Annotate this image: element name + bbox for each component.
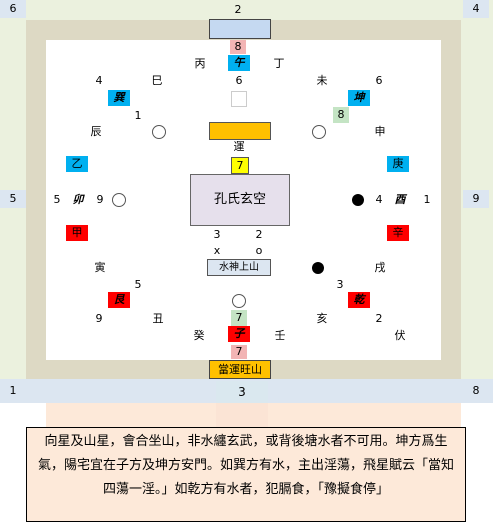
nw-open-circle (152, 125, 166, 139)
yin-label: 寅 (94, 261, 106, 274)
yellow-number: 7 (231, 157, 249, 174)
corner-bl-number: 1 (0, 382, 26, 400)
you-label: 酉 (394, 193, 406, 206)
mao-label: 卯 (72, 193, 84, 206)
bottom-pink-number: 7 (231, 345, 247, 359)
sw-number-9: 9 (95, 312, 103, 325)
se-number-2: 2 (375, 312, 383, 325)
gen-mountain-box: 艮 (108, 292, 130, 308)
side-left-number: 5 (0, 190, 26, 208)
center-x-mark: x (213, 244, 221, 257)
nw-number-4: 4 (95, 74, 103, 87)
bottom-column-fill (216, 403, 268, 427)
bottom-green-number: 7 (231, 310, 247, 326)
east-filled-dot (352, 194, 364, 206)
se-number-3: 3 (336, 278, 344, 291)
xun-mountain-box: 巽 (108, 90, 130, 106)
shen-label: 申 (374, 125, 386, 138)
chen-label: 辰 (90, 125, 102, 138)
chou-label: 丑 (152, 312, 164, 325)
gui-label: 癸 (193, 329, 205, 342)
top-square (231, 91, 247, 107)
nw-number-1: 1 (134, 109, 142, 122)
xu-label: 戌 (374, 261, 386, 274)
top-number: 2 (234, 3, 242, 16)
top-pink-number: 8 (230, 40, 246, 54)
fu-label: 伏 (394, 329, 406, 342)
ne-number-6: 6 (375, 74, 383, 87)
yi-box: 乙 (66, 156, 88, 172)
jia-box: 甲 (66, 225, 88, 241)
se-filled-dot (312, 262, 324, 274)
bottom-number-3: 3 (216, 381, 268, 403)
top-six-number: 6 (235, 74, 243, 87)
water-god-label: 水神上山 (207, 259, 271, 276)
yun-label: 運 (233, 140, 245, 153)
east-number-1: 1 (423, 193, 431, 206)
wei-label: 未 (316, 74, 328, 87)
top-gate-box (209, 19, 271, 39)
top-strip (26, 0, 461, 20)
right-strip (461, 0, 493, 379)
east-number-4: 4 (375, 193, 383, 206)
qian-mountain-box: 乾 (348, 292, 370, 308)
center-number-2: 2 (255, 228, 263, 241)
ding-label: 丁 (273, 57, 285, 70)
corner-tl-number: 6 (0, 0, 26, 18)
orange-bar (209, 122, 271, 140)
bing-label: 丙 (194, 57, 206, 70)
center-o-mark: o (255, 244, 263, 257)
xin-box: 辛 (387, 225, 409, 241)
corner-tr-number: 4 (463, 0, 489, 18)
west-number-5: 5 (53, 193, 61, 206)
geng-box: 庚 (387, 156, 409, 172)
bottom-open-circle (232, 294, 246, 308)
west-number-9: 9 (96, 193, 104, 206)
kun-mountain-box: 坤 (348, 90, 370, 106)
si-label: 巳 (151, 74, 163, 87)
hai-label: 亥 (316, 312, 328, 325)
zi-mountain-box: 子 (228, 326, 250, 342)
prosperous-mountain-label: 當運旺山 (209, 360, 271, 379)
commentary-text: 向星及山星，會合坐山，非水纏玄武，或背後塘水者不可用。坤方爲生氣，陽宅宜在子方及… (26, 427, 466, 522)
left-strip (0, 0, 26, 379)
corner-br-number: 8 (463, 382, 489, 400)
center-number-3: 3 (213, 228, 221, 241)
sw-number-5: 5 (134, 278, 142, 291)
center-title-box: 孔氏玄空 (190, 174, 290, 226)
west-open-circle (112, 193, 126, 207)
ne-open-circle (312, 125, 326, 139)
wu-mountain-box: 午 (228, 55, 250, 71)
ren-label: 壬 (274, 329, 286, 342)
side-right-number: 9 (463, 190, 489, 208)
ne-green-number: 8 (333, 107, 349, 123)
